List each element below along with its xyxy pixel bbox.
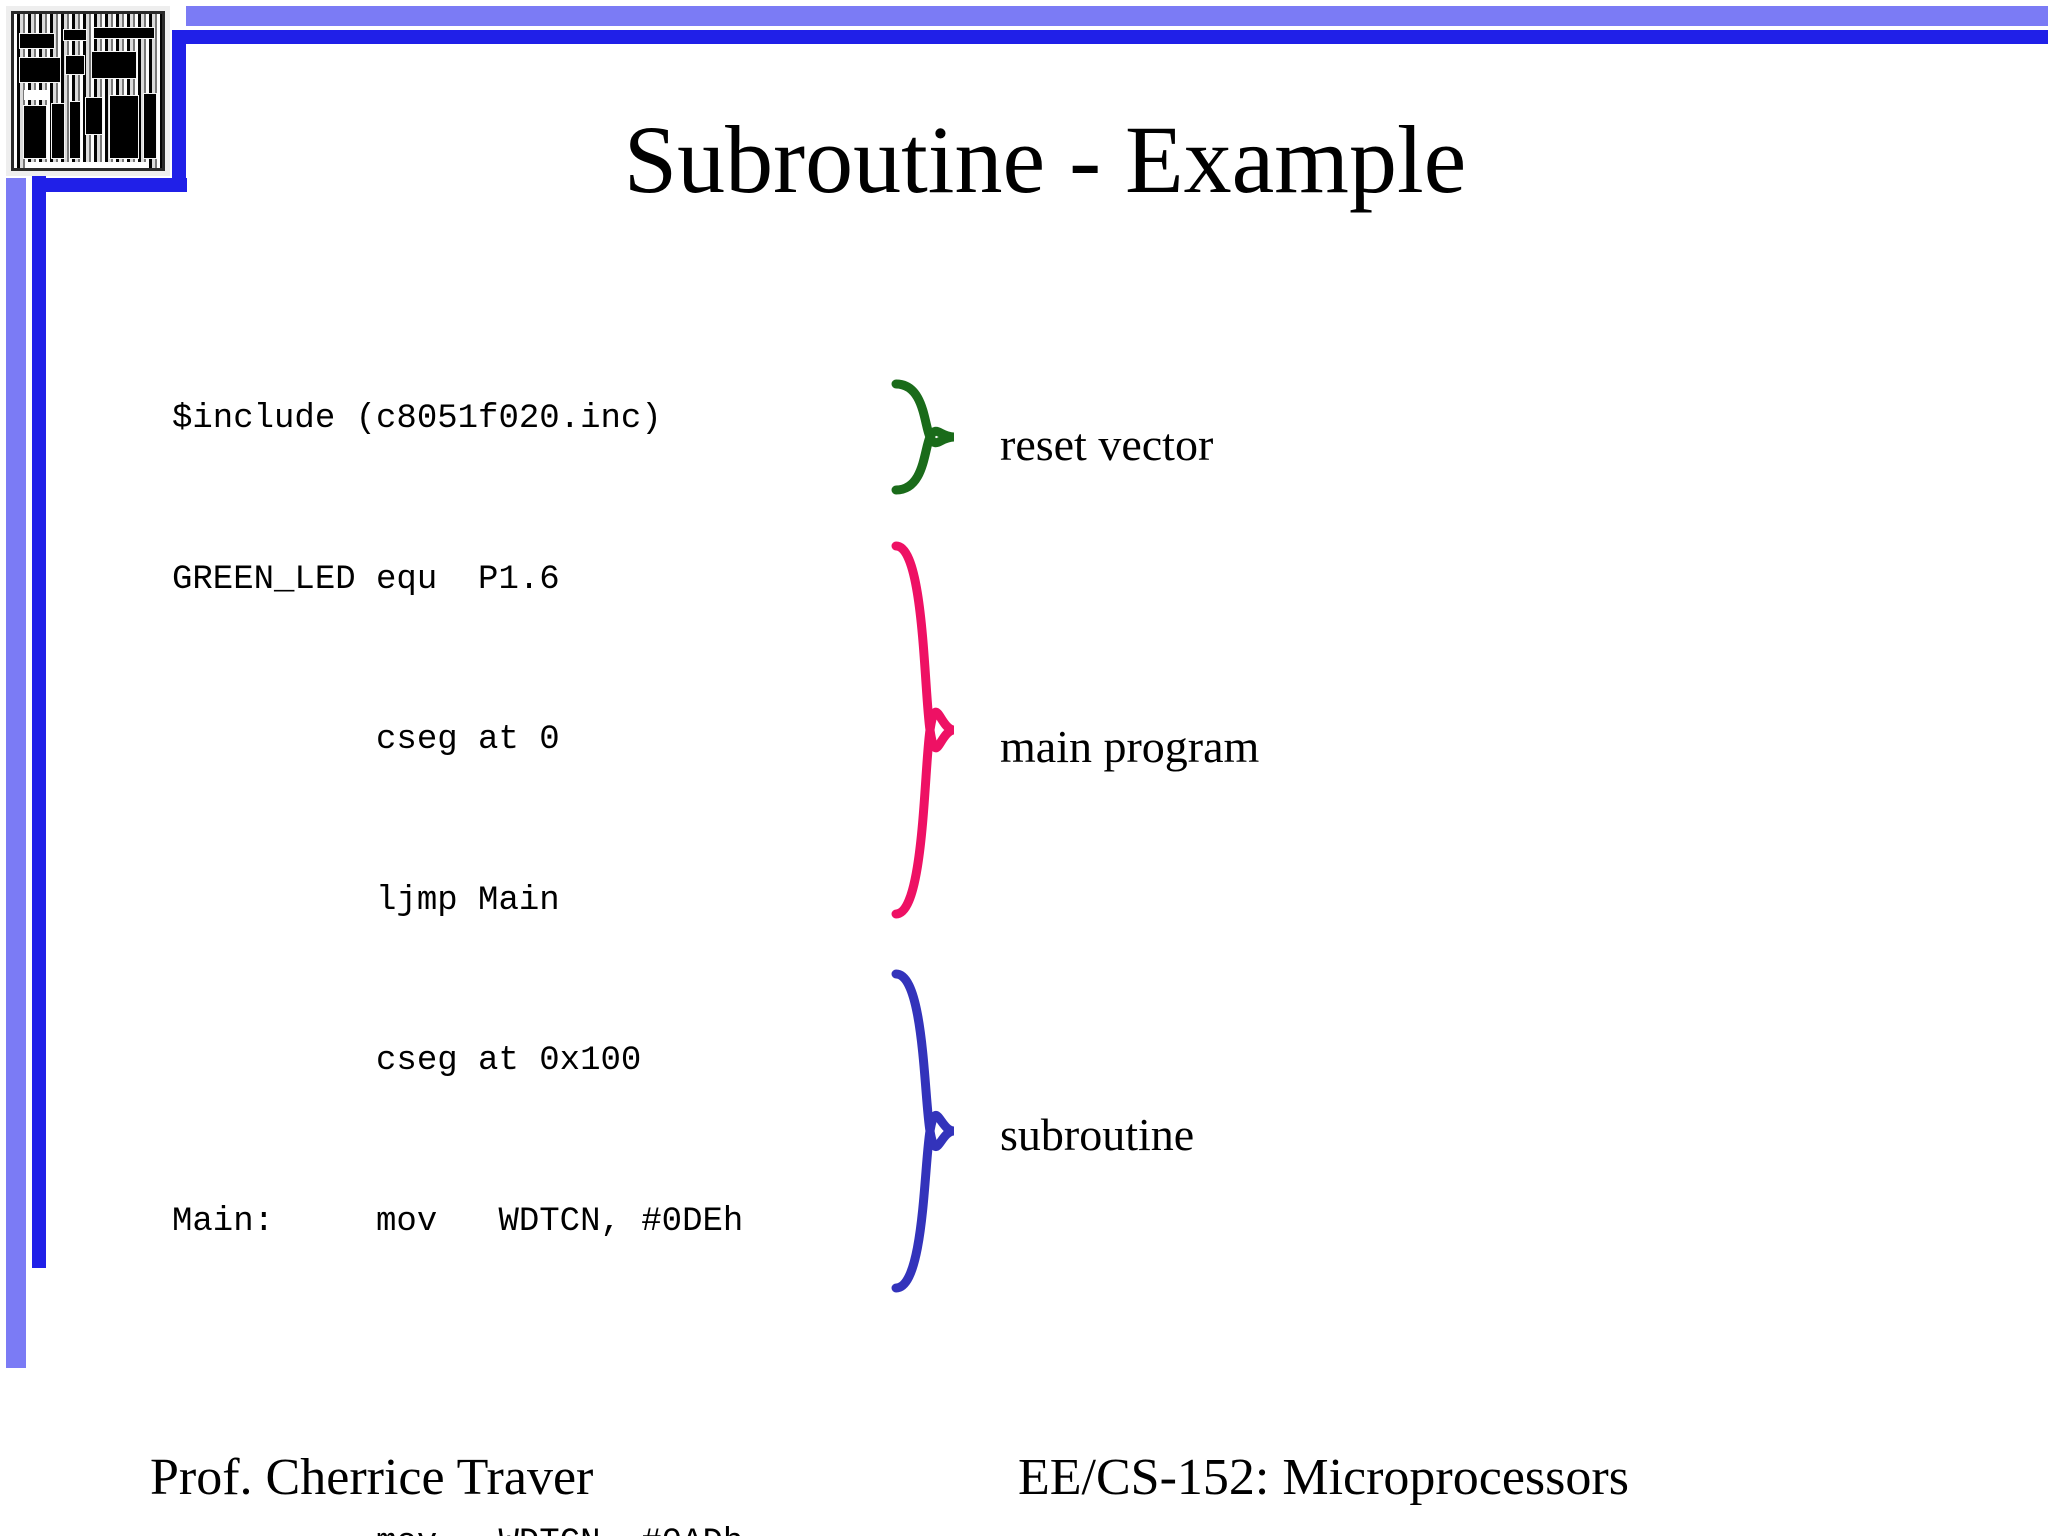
code-line	[172, 1356, 892, 1410]
annotation-label-subroutine: subroutine	[1000, 1109, 1195, 1160]
footer-presenter-name: Prof. Cherrice Traver	[150, 1449, 594, 1506]
code-line: cseg at 0x100	[172, 1042, 642, 1080]
main-program-brace	[891, 541, 956, 919]
left-dark-blue-bar	[32, 30, 46, 1268]
subroutine-brace	[891, 969, 956, 1293]
reset-vector-brace	[891, 379, 955, 495]
code-line: GREEN_LED equ P1.6	[172, 560, 560, 599]
top-light-blue-bar	[186, 6, 2048, 26]
code-line: mov WDTCN, #0ADh	[172, 1517, 892, 1536]
annotation-label-main-program: main program	[1000, 721, 1260, 772]
footer-course-name: EE/CS-152: Microprocessors	[1018, 1449, 1629, 1506]
assembly-code-block: $include (c8051f020.inc) GREEN_LED equ P…	[172, 286, 892, 1536]
code-line: cseg at 0	[172, 721, 560, 759]
code-line: Main: mov WDTCN, #0DEh	[172, 1202, 744, 1241]
left-light-blue-bar	[6, 178, 26, 1368]
frame-elbow-bar	[32, 178, 187, 192]
annotation-label-reset-vector: reset vector	[1000, 419, 1214, 470]
microprocessor-die-image	[6, 6, 170, 176]
slide-title: Subroutine - Example	[623, 106, 1467, 213]
top-dark-blue-bar	[186, 30, 2048, 44]
frame-corner-stub	[172, 30, 186, 192]
code-line: ljmp Main	[172, 881, 560, 920]
code-line: $include (c8051f020.inc)	[172, 400, 662, 438]
